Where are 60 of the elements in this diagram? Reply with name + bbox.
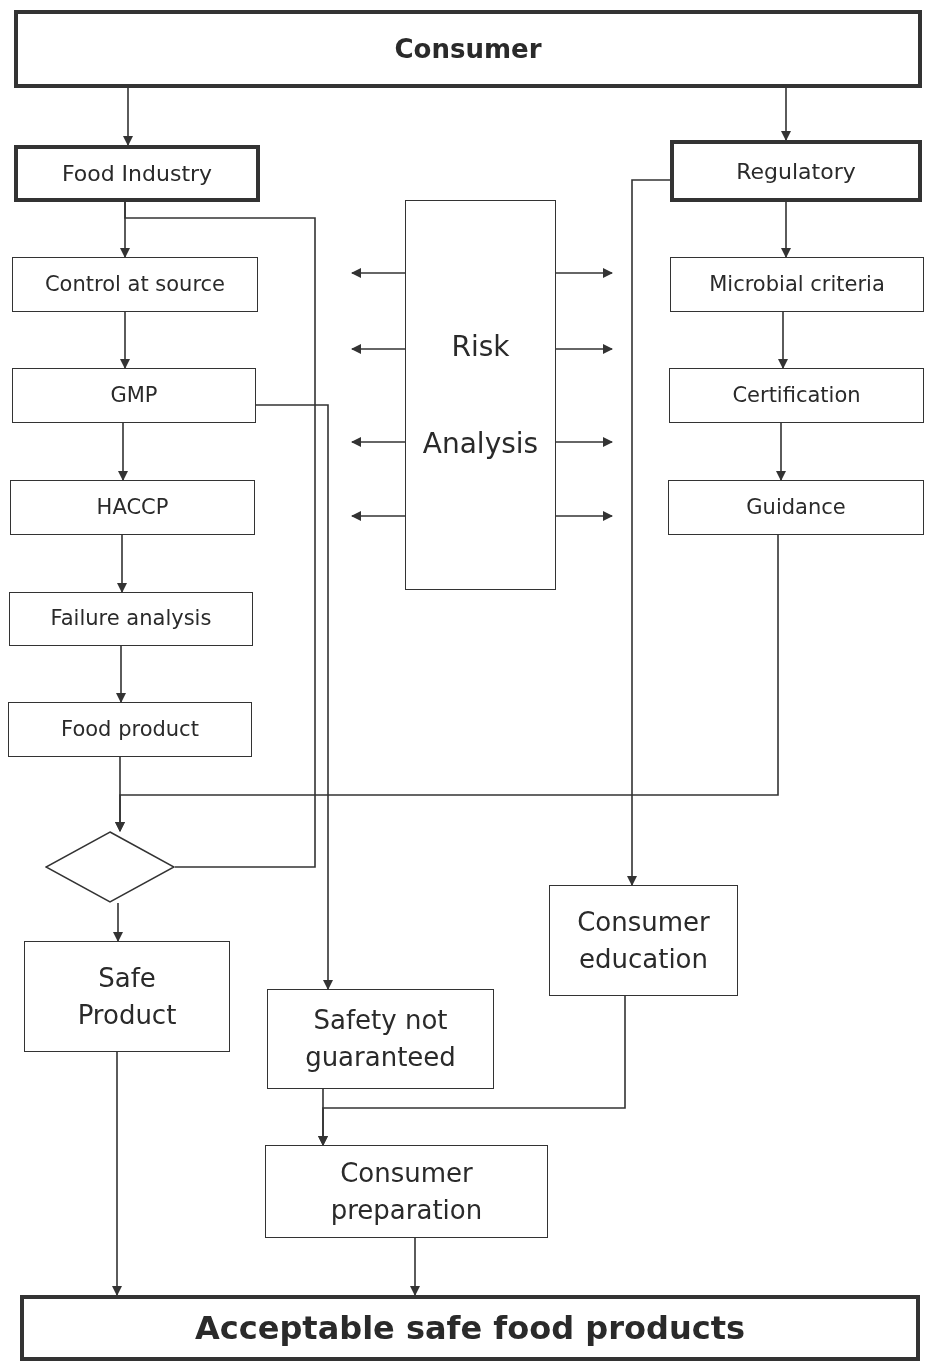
process-box — [14, 10, 922, 88]
process-box — [14, 145, 260, 202]
process-box — [12, 368, 256, 423]
diamond-shape — [45, 831, 175, 903]
process-box — [670, 140, 922, 202]
process-box — [267, 989, 494, 1089]
box-label: Food Industry — [61, 160, 213, 188]
process-box — [265, 1145, 548, 1238]
arrow — [555, 437, 613, 447]
process-box — [549, 885, 738, 996]
arrow — [255, 404, 333, 990]
arrow — [555, 344, 613, 354]
box-label: GMP — [110, 381, 158, 409]
box-label: Failure analysis — [50, 605, 212, 633]
arrow — [555, 268, 613, 278]
arrow — [112, 1051, 122, 1296]
arrow — [118, 422, 128, 481]
box-label: Regulatory — [736, 157, 856, 186]
arrow — [781, 87, 791, 141]
arrow — [113, 902, 123, 942]
box-label: HACCP — [96, 493, 169, 521]
box-label: Control at source — [44, 270, 226, 298]
arrow — [351, 511, 406, 521]
tall-box — [405, 200, 556, 590]
arrow — [351, 344, 406, 354]
arrow — [555, 511, 613, 521]
box-label: Risk Analysis — [421, 329, 540, 462]
arrow — [778, 311, 788, 369]
box-label: Safe Product — [76, 961, 178, 1032]
box-label: Guidance — [746, 493, 846, 521]
box-label: Certification — [732, 381, 861, 409]
box-label: Consumer — [394, 32, 542, 66]
process-box — [20, 1295, 920, 1361]
arrow — [318, 995, 626, 1146]
process-box — [8, 702, 252, 757]
box-label: Safety not guaranteed — [304, 1004, 457, 1074]
arrow — [115, 534, 779, 832]
arrow — [120, 311, 130, 369]
process-box — [668, 480, 924, 535]
process-box — [24, 941, 230, 1052]
arrow — [116, 645, 126, 703]
arrow — [123, 87, 133, 146]
arrow — [351, 268, 406, 278]
arrow — [627, 179, 671, 886]
box-label: Microbial criteria — [709, 270, 885, 298]
arrow — [776, 422, 786, 481]
process-box — [10, 480, 255, 535]
process-box — [12, 257, 258, 312]
arrow — [117, 534, 127, 593]
box-label: Consumer preparation — [329, 1156, 484, 1227]
connector-line — [124, 201, 316, 868]
process-box — [670, 257, 924, 312]
arrow — [410, 1237, 420, 1296]
box-label: Acceptable safe food products — [195, 1308, 745, 1349]
box-label: Consumer education — [576, 905, 711, 976]
box-label: Food product — [61, 715, 199, 743]
arrow — [351, 437, 406, 447]
process-box — [669, 368, 924, 423]
process-box — [9, 592, 253, 646]
arrow — [781, 201, 791, 258]
